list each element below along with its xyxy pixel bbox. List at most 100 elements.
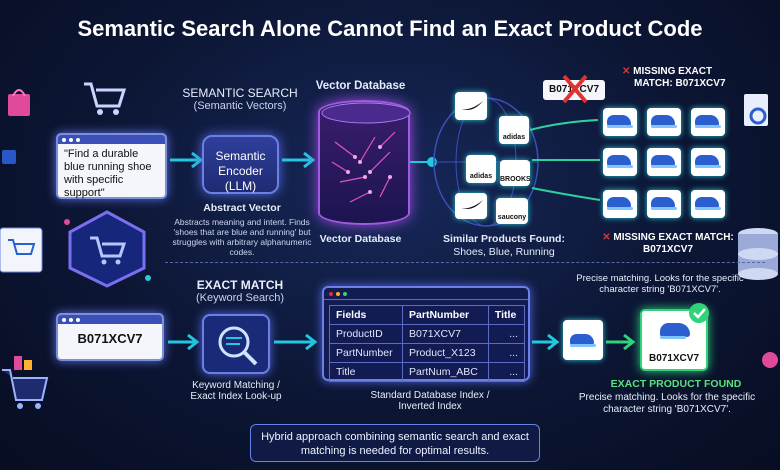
exact-subheader-label: (Keyword Search) — [195, 292, 285, 304]
missing-mid-line-1: MISSING EXACT MATCH: — [613, 232, 734, 243]
similar-products-sub: Shoes, Blue, Running — [453, 246, 555, 258]
exact-query-text: B071XCV7 — [77, 331, 143, 346]
table-cell: B071XCV7 — [402, 324, 489, 344]
product-tile-swoosh-2 — [455, 193, 487, 219]
semantic-header-label: SEMANTIC SEARCH — [182, 86, 298, 100]
table-row: Title PartNum_ABC ... — [328, 362, 526, 382]
missing-exact-top: ✕ MISSING EXACT MATCH: B071XCV7 — [622, 66, 742, 90]
badge-icon — [762, 352, 778, 368]
semantic-subheader-label: (Semantic Vectors) — [193, 100, 287, 112]
product-tile-swoosh — [455, 92, 487, 120]
table-cell: PartNumber — [328, 343, 404, 363]
encoder-line-2: Encoder — [218, 164, 263, 178]
table-window-bar — [324, 288, 528, 300]
x-mark-icon: ✕ — [602, 232, 611, 243]
document-search-icon — [744, 94, 768, 126]
table-row: ProductID B071XCV7 ... — [328, 324, 526, 344]
arrow-icon — [274, 333, 318, 351]
table-cell: ... — [487, 362, 526, 382]
missing-mid-line-2: B071XCV7 — [642, 244, 694, 255]
exact-product-found-text: Precise matching. Looks for the specific… — [578, 392, 756, 415]
arrow-icon — [532, 333, 560, 351]
cart-screen-icon — [0, 227, 43, 273]
missing-top-line-1: MISSING EXACT — [633, 66, 713, 77]
shoe-tile — [603, 108, 637, 136]
similar-products-title: Similar Products Found: — [443, 233, 565, 245]
saucony-logo-label: saucony — [497, 214, 527, 221]
shoe-tile — [647, 108, 681, 136]
table-cell: ProductID — [328, 324, 404, 344]
right-decorations — [738, 94, 778, 368]
table-header: PartNumber — [402, 305, 489, 325]
product-tile-adidas-2: adidas — [466, 155, 496, 183]
index-line-2: Inverted Index — [398, 401, 462, 412]
chat-list-icon — [2, 150, 16, 164]
missing-exact-mid: ✕ MISSING EXACT MATCH: B071XCV7 — [598, 232, 738, 256]
swoosh-logo-icon — [461, 101, 483, 110]
semantic-query-box[interactable]: "Find a durable blue running shoe with s… — [56, 133, 167, 199]
shoe-tile — [647, 148, 681, 176]
index-line-1: Standard Database Index / — [370, 390, 490, 401]
index-caption: Standard Database Index / Inverted Index — [345, 390, 515, 412]
database-stack-icon — [738, 228, 778, 280]
exact-result-code: B071XCV7 — [648, 353, 700, 364]
table-cell: Title — [328, 362, 404, 382]
table-cell: PartNum_ABC — [402, 362, 489, 382]
matching-line-2: Exact Index Look-up — [190, 391, 282, 402]
semantic-encoder-box: Semantic Encoder (LLM) — [202, 135, 279, 194]
shoe-tile — [691, 190, 725, 218]
product-tile-brooks: BROOKS — [500, 160, 531, 186]
arrow-icon — [282, 151, 316, 169]
product-grid — [603, 108, 725, 220]
magnifier-icon — [218, 326, 258, 366]
abstract-vector-title: Abstract Vector — [203, 202, 281, 214]
shoe-tile — [603, 148, 637, 176]
matching-line-1: Keyword Matching / — [192, 380, 280, 391]
exact-query-box[interactable]: B071XCV7 — [56, 313, 164, 361]
encoder-line-3: (LLM) — [224, 179, 257, 193]
exact-header-label: EXACT MATCH — [196, 278, 284, 292]
missing-top-line-2: MATCH: B071XCV7 — [634, 78, 726, 89]
table-row: PartNumber Product_X123 ... — [328, 343, 526, 363]
abstract-vector-text: Abstracts meaning and intent. Finds 'sho… — [172, 217, 312, 257]
semantic-query-text: "Find a durable blue running shoe with s… — [64, 148, 152, 199]
arrow-icon — [606, 333, 636, 351]
shoe-tile — [647, 190, 681, 218]
vector-db-caption: Vector Database — [319, 233, 402, 245]
arrow-icon — [170, 151, 204, 169]
table-header-row: Fields PartNumber Title — [328, 305, 526, 325]
index-table: Fields PartNumber Title ProductID B071XC… — [328, 305, 526, 382]
shopping-cart-icon — [2, 356, 49, 409]
fan-arrows-icon — [529, 119, 601, 201]
shoe-tile-small — [563, 320, 603, 360]
semantic-search-header: SEMANTIC SEARCH (Semantic Vectors) — [175, 86, 305, 112]
arrow-icon — [168, 333, 200, 351]
precise-top-text: Precise matching. Looks for the specific… — [576, 273, 744, 295]
product-tile-saucony: saucony — [496, 198, 528, 224]
browser-bar — [58, 135, 165, 144]
index-table-window: Fields PartNumber Title ProductID B071XC… — [322, 286, 530, 382]
browser-bar — [58, 315, 162, 324]
brooks-logo-label: BROOKS — [500, 176, 531, 183]
checkmark-icon — [689, 303, 709, 323]
keyword-matching-box — [202, 314, 270, 374]
shoe-tile — [603, 190, 637, 218]
shopping-cart-icon — [84, 82, 127, 115]
shoe-tile — [691, 148, 725, 176]
page-title: Semantic Search Alone Cannot Find an Exa… — [77, 16, 703, 41]
exact-product-found-title: EXACT PRODUCT FOUND — [610, 378, 742, 390]
hybrid-approach-note: Hybrid approach combining semantic searc… — [250, 424, 540, 462]
x-mark-icon: ✕ — [622, 66, 631, 77]
table-cell: ... — [487, 324, 526, 344]
vector-database-cylinder — [318, 100, 411, 225]
vector-db-title: Vector Database — [315, 80, 406, 92]
keyword-matching-caption: Keyword Matching / Exact Index Look-up — [180, 380, 292, 402]
table-header: Title — [487, 305, 526, 325]
vector-arrows-icon — [321, 102, 411, 203]
exact-match-header: EXACT MATCH (Keyword Search) — [180, 278, 300, 304]
encoder-line-1: Semantic — [215, 149, 266, 163]
adidas-logo-label: adidas — [469, 173, 493, 180]
table-cell: Product_X123 — [402, 343, 489, 363]
section-divider — [165, 262, 765, 263]
adidas-logo-label: adidas — [502, 134, 526, 141]
